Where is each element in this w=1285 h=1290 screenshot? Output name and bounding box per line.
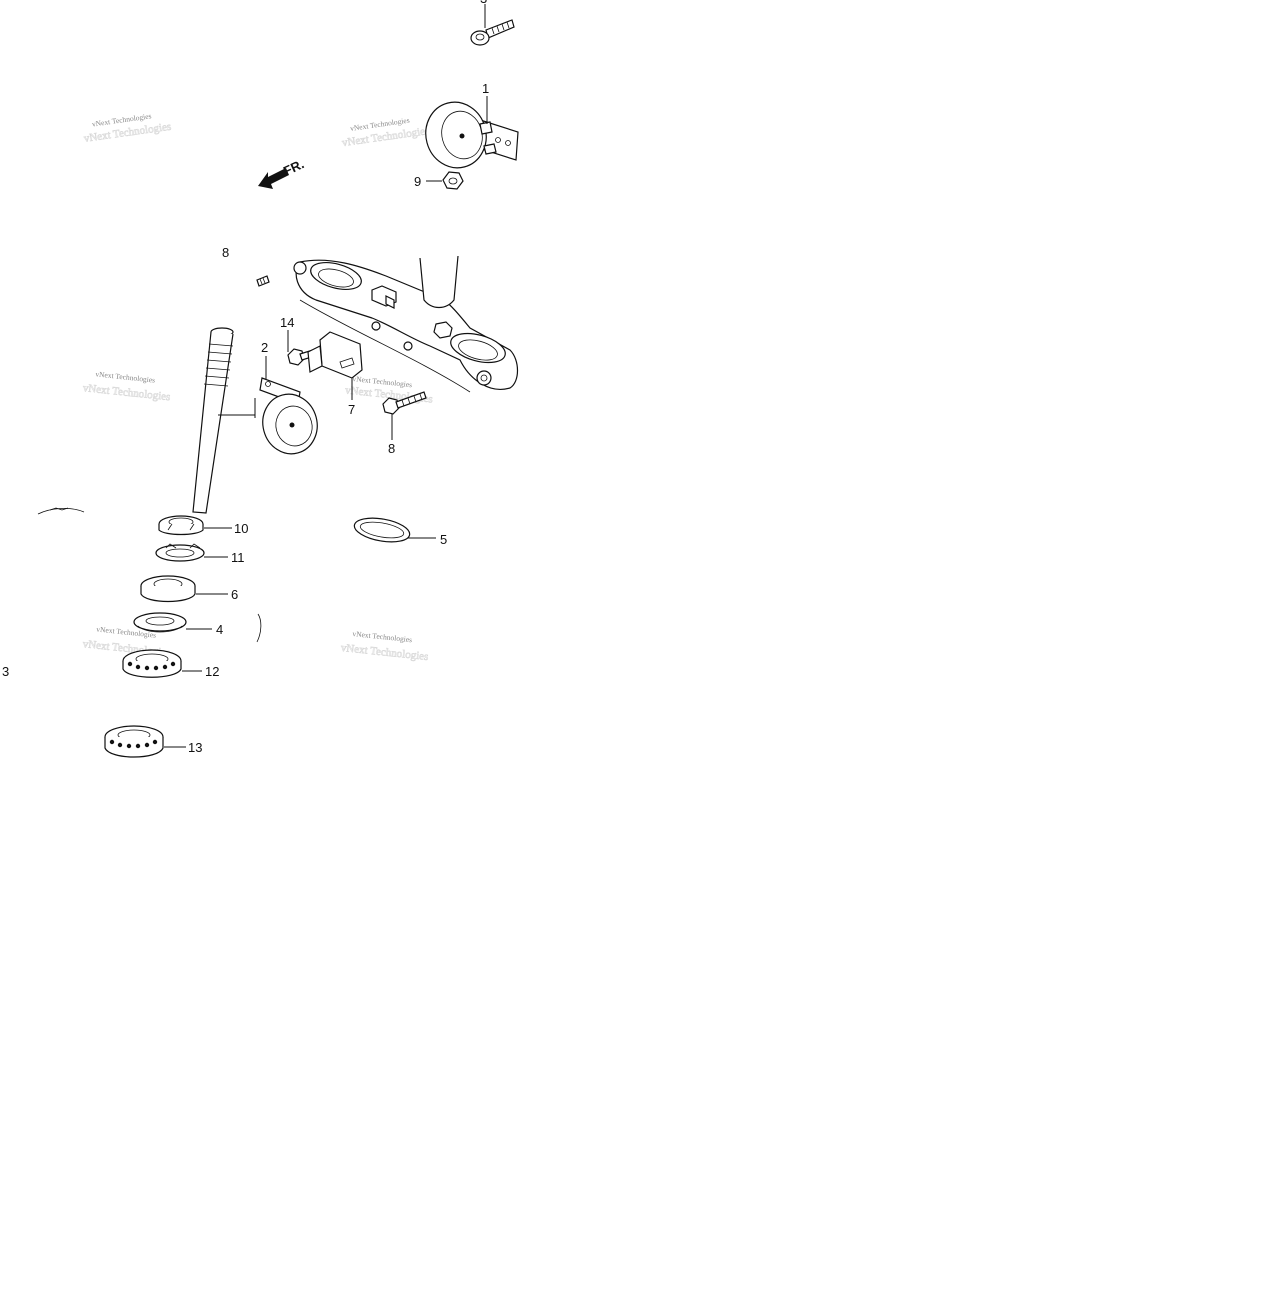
watermark-2: vNext Technologies vNext Technologies (341, 116, 430, 150)
bolt-3-top (470, 4, 515, 46)
watermark-text: vNext Technologies (352, 629, 413, 644)
callout-5: 5 (440, 532, 447, 547)
watermark-ghost: vNext Technologies (82, 382, 171, 403)
callout-12: 12 (205, 664, 219, 679)
callout-9: 9 (414, 174, 421, 189)
horn-1 (425, 96, 519, 169)
bearing-race-6 (140, 575, 228, 603)
watermark-3: vNext Technologies vNext Technologies (82, 369, 171, 403)
ball-bearing-12 (122, 649, 202, 678)
lock-washer-11 (155, 543, 228, 562)
steering-nut-10 (158, 515, 232, 536)
callout-4: 4 (216, 622, 223, 637)
callout-10: 10 (234, 521, 248, 536)
callout-8-upper: 8 (222, 245, 229, 260)
bolt-tip-8 (256, 275, 270, 287)
alignment-bracket-mark (256, 613, 262, 643)
callout-6: 6 (231, 587, 238, 602)
arrow-left-icon (258, 168, 289, 189)
callout-7: 7 (348, 402, 355, 417)
bracket-7 (307, 331, 363, 400)
watermark-ghost: vNext Technologies (340, 642, 429, 663)
nut-9 (426, 171, 464, 190)
bolt-8-lower (382, 391, 427, 440)
callout-2: 2 (261, 340, 268, 355)
watermark-1: vNext Technologies vNext Technologies (83, 111, 172, 145)
steering-stem (192, 327, 256, 514)
callout-3-left: 3 (2, 664, 9, 679)
callout-3-top: 3 (480, 0, 487, 6)
callout-1: 1 (482, 81, 489, 96)
ball-race-4 (133, 612, 212, 633)
bottom-bridge (293, 255, 519, 393)
ball-bearing-13 (104, 725, 186, 758)
callout-14: 14 (280, 315, 294, 330)
callout-11: 11 (231, 550, 245, 565)
direction-label: FR. (281, 156, 306, 178)
horn-2 (259, 356, 318, 455)
partial-part-fragment (37, 507, 85, 515)
dust-seal-5 (353, 517, 436, 543)
front-direction-arrow: FR. (258, 156, 306, 189)
callout-13: 13 (188, 740, 202, 755)
callout-8-lower: 8 (388, 441, 395, 456)
watermark-text: vNext Technologies (95, 369, 156, 384)
watermark-6: vNext Technologies vNext Technologies (340, 629, 429, 663)
